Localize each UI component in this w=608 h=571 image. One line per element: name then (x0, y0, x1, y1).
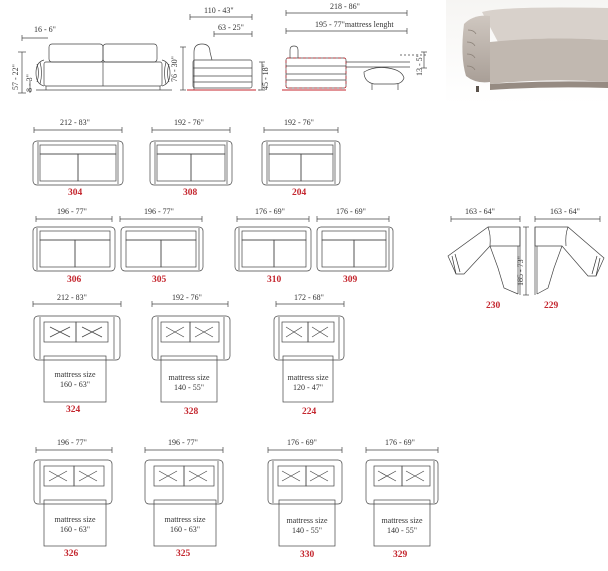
model-code: 204 (292, 188, 307, 198)
plan-324 (32, 301, 122, 403)
model-code: 329 (393, 550, 408, 560)
mattress-size-value: 160 - 63" (60, 380, 90, 389)
mattress-size-value: 160 - 63" (60, 525, 90, 534)
dimension-label: 196 - 77" (57, 207, 87, 216)
dimension-label: 192 - 76" (174, 118, 204, 127)
plan-326 (33, 447, 113, 547)
plan-204 (261, 127, 341, 186)
model-code: 229 (544, 301, 559, 311)
dimension-label: 163 - 64" (550, 207, 580, 216)
open-bed-drawing (282, 10, 427, 91)
model-code: 324 (66, 405, 81, 415)
plan-230 (447, 216, 521, 295)
model-code: 326 (64, 549, 79, 559)
dimension-label: 192 - 76" (172, 293, 202, 302)
mattress-size-value: 140 - 55" (292, 526, 322, 535)
mattress-size-label: mattress size (164, 515, 206, 524)
side-arm-height-label: 45 - 18" (261, 64, 270, 90)
mattress-size-label: mattress size (168, 373, 210, 382)
height-total-label: 57 - 22" (11, 64, 20, 90)
dimension-label: 176 - 69" (336, 207, 366, 216)
model-code: 308 (183, 188, 198, 198)
side-depth-label: 110 - 43" (204, 6, 234, 15)
side-view-drawing (180, 14, 265, 91)
dimension-label: 172 - 68" (294, 293, 324, 302)
dimension-label: 176 - 69" (255, 207, 285, 216)
plan-229 (523, 216, 605, 296)
dimension-label: 212 - 83" (57, 293, 87, 302)
plan-224 (273, 301, 345, 403)
plan-308 (149, 127, 233, 186)
mattress-size-value: 140 - 55" (387, 526, 417, 535)
side-seat-depth-label: 63 - 25" (218, 23, 244, 32)
bed-length-label: 218 - 86" (330, 2, 360, 11)
mattress-size-value: 120 - 47" (293, 383, 323, 392)
sofa-photo (446, 0, 608, 104)
plan-328 (151, 301, 231, 403)
model-code: 306 (67, 275, 82, 285)
model-code: 230 (486, 301, 501, 311)
dimension-label: 163 - 64" (465, 207, 495, 216)
model-code: 328 (184, 407, 199, 417)
plan-306 (32, 216, 116, 272)
model-code: 304 (68, 188, 83, 198)
plan-305 (119, 216, 204, 272)
plan-329 (365, 447, 439, 547)
plan-310 (234, 216, 312, 272)
dimension-label: 196 - 77" (168, 438, 198, 447)
mattress-height-label: 13 - 5" (415, 54, 424, 76)
dimension-label: 212 - 83" (60, 118, 90, 127)
plan-304 (32, 127, 124, 186)
model-code: 224 (302, 407, 317, 417)
mattress-size-label: mattress size (286, 516, 328, 525)
model-code: 310 (267, 275, 282, 285)
mattress-size-value: 140 - 55" (174, 383, 204, 392)
model-code: 330 (300, 550, 315, 560)
mattress-size-label: mattress size (54, 370, 96, 379)
model-code: 309 (343, 275, 358, 285)
dimension-label: 176 - 69" (287, 438, 317, 447)
plan-325 (144, 447, 224, 547)
dimension-label: 192 - 76" (284, 118, 314, 127)
corner-depth-label: 185 - 73" (516, 256, 525, 286)
mattress-size-label: mattress size (381, 516, 423, 525)
overall-width-label: 16 - 6" (34, 25, 56, 34)
seat-height-label: 8 - 3" (25, 74, 34, 92)
mattress-size-label: mattress size (287, 373, 329, 382)
front-view-drawing (18, 35, 172, 94)
side-height-label: 76 - 30" (170, 56, 179, 82)
plan-309 (316, 216, 394, 272)
mattress-size-value: 160 - 63" (170, 525, 200, 534)
model-code: 325 (176, 549, 191, 559)
dimension-label: 176 - 69" (385, 438, 415, 447)
dimension-label: 196 - 77" (57, 438, 87, 447)
mattress-size-label: mattress size (54, 515, 96, 524)
mattress-length-label: 195 - 77"mattress lenght (315, 20, 394, 29)
model-code: 305 (152, 275, 167, 285)
plan-330 (267, 447, 343, 547)
dimension-label: 196 - 77" (144, 207, 174, 216)
